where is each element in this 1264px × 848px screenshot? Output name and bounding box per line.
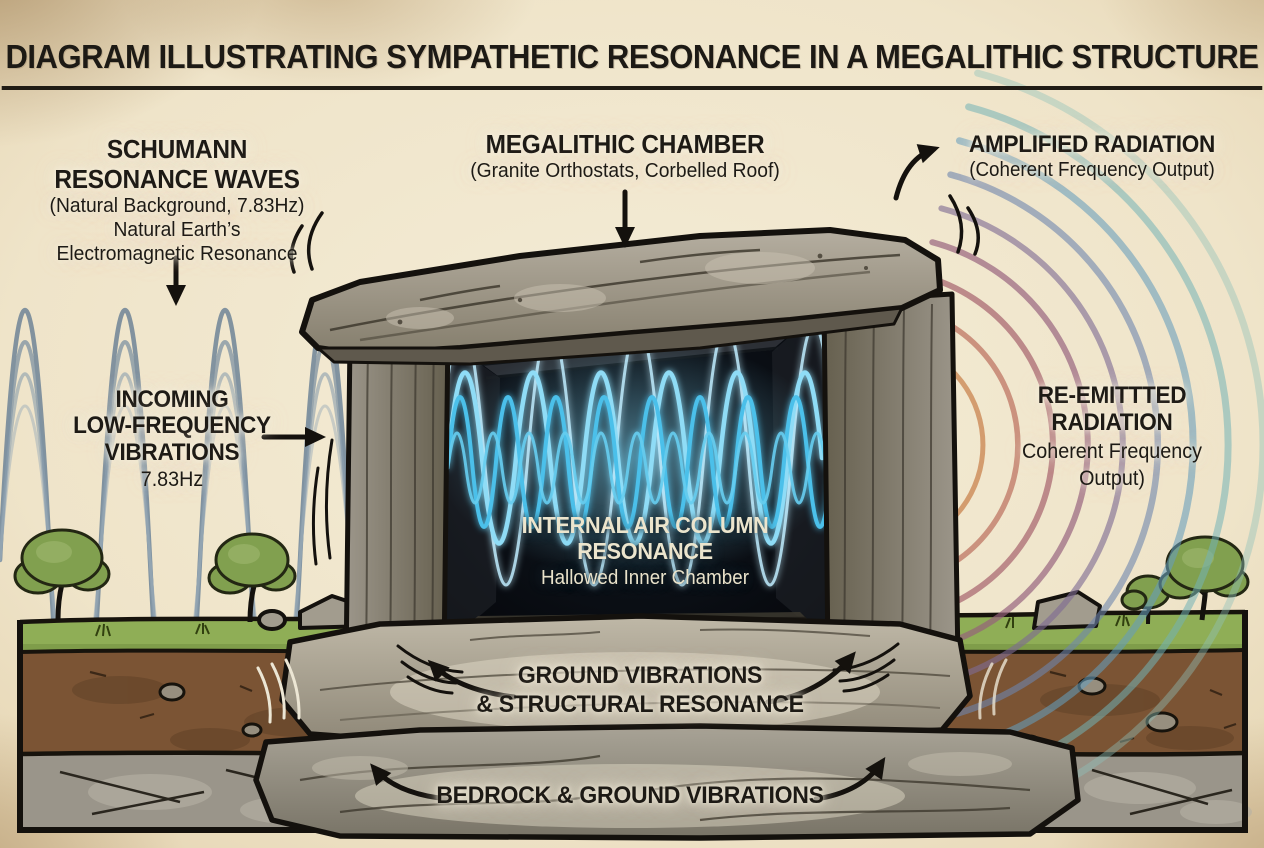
arrow-ground-left [427,659,517,700]
capstone [299,227,943,366]
incoming-frequency: 7.83Hz [140,468,204,492]
vibration-marks-left-orthostat [311,438,334,566]
internal-sub: Hallowed Inner Chamber [541,566,749,589]
bedrock-text: BEDROCK & GROUND VIBRATIONS [436,782,824,809]
annotation-arrows [166,144,940,802]
internal-heading-line1: INTERNAL AIR COLUMN [521,512,769,538]
schumann-sub1: (Natural Background, 7.83Hz) [49,194,305,218]
label-schumann-resonance: SCHUMANN RESONANCE WAVES (Natural Backgr… [50,134,305,266]
schumann-heading-line2: RESONANCE WAVES [54,164,300,195]
vibration-marks-soil-right [978,658,1008,720]
schumann-sub3: Electromagnetic Resonance [56,241,298,265]
tree [13,528,111,621]
arrow-amplified-curve [893,144,940,201]
reemitted-heading-line2: RADIATION [1051,408,1173,436]
vibration-marks-soil-left [256,658,301,724]
vibration-marks-capstone-left [289,211,324,274]
label-amplified-radiation: AMPLIFIED RADIATION (Coherent Frequency … [969,131,1215,182]
incoming-heading-line3: VIBRATIONS [104,438,240,466]
incoming-heading-line1: INCOMING [115,386,229,413]
left-orthostat [343,327,451,671]
schumann-sub2: Natural Earth’s [113,218,241,242]
reemitted-sub2: Output) [1079,466,1145,490]
diagram-title: DIAGRAM ILLUSTRATING SYMPATHETIC RESONAN… [1,38,1263,91]
label-internal-air-column: INTERNAL AIR COLUMN RESONANCE Hallowed I… [522,512,769,590]
schumann-heading-line1: SCHUMANN [106,134,248,164]
label-bedrock-vibrations: BEDROCK & GROUND VIBRATIONS [436,782,824,810]
amplified-heading: AMPLIFIED RADIATION [968,131,1216,158]
ground-vibrations-line2: & STRUCTURAL RESONANCE [476,690,804,718]
reemitted-heading-line1: RE-EMITTTED [1037,382,1187,409]
tree [207,532,297,623]
reemitted-sub1: Coherent Frequency [1022,439,1202,463]
label-megalithic-chamber: MEGALITHIC CHAMBER (Granite Orthostats, … [470,129,780,183]
amplified-sub: (Coherent Frequency Output) [969,158,1215,181]
vibration-marks-capstone-right [948,194,980,256]
radiation-arcs [893,69,1264,821]
arrow-bedrock-left [370,763,451,802]
bedrock-boulder [253,723,1081,841]
arrow-bedrock-right [813,757,886,802]
incoming-heading-line2: LOW-FREQUENCY [73,412,271,440]
chamber-sub: (Granite Orthostats, Corbelled Roof) [470,159,780,183]
label-incoming-vibrations: INCOMING LOW-FREQUENCY VIBRATIONS 7.83Hz [73,386,271,493]
chamber-heading: MEGALITHIC CHAMBER [485,129,765,159]
internal-heading-line2: RESONANCE [577,538,713,565]
ground-vibrations-line1: GROUND VIBRATIONS [517,662,763,689]
label-reemitted-radiation: RE-EMITTTED RADIATION Coherent Frequency… [1022,382,1202,491]
label-ground-vibrations: GROUND VIBRATIONS & STRUCTURAL RESONANCE [476,662,804,720]
dolmen-structure [253,227,1081,841]
arrow-ground-right [765,651,856,705]
right-orthostat [821,291,961,665]
